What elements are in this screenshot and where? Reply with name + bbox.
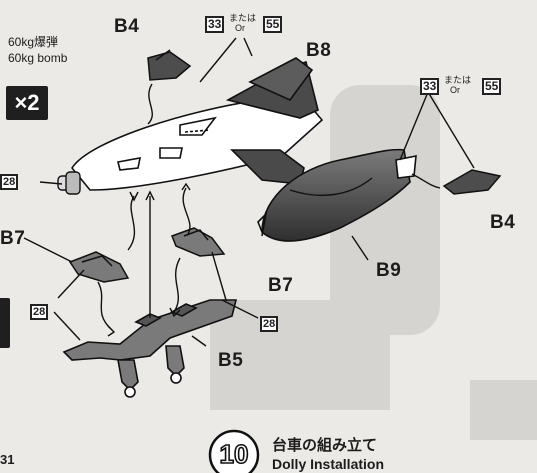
bomb-note-en: 60kg bomb [8, 51, 68, 65]
dolly-base-b5 [62, 299, 238, 398]
or-note-right-en: Or [450, 85, 460, 95]
assembly-arrows [23, 37, 475, 347]
dolly-arm-right [171, 227, 226, 257]
or-note-right-jp: または [444, 75, 472, 85]
part-label-b4-right: B4 [490, 212, 516, 233]
bomb-half-b8 [71, 57, 324, 191]
edge-number: 31 [0, 452, 15, 467]
part-number-33-top: 33 [205, 16, 225, 33]
or-note-top-jp: または [229, 13, 257, 23]
step-number: 10 [219, 438, 250, 470]
part-number-55-top: 55 [263, 16, 283, 33]
part-label-b7-right: B7 [268, 275, 294, 296]
part-label-b9: B9 [376, 260, 402, 281]
bomb-note-jp: 60kg爆弾 [8, 35, 59, 49]
step-title-en: Dolly Installation [272, 456, 385, 472]
background-print [210, 85, 537, 440]
part-number-33-right: 33 [420, 78, 440, 95]
step-title-jp: 台車の組み立て [272, 437, 378, 454]
part-number-28-left: 28 [30, 304, 49, 320]
quantity-badge: ×2 [6, 86, 48, 120]
part-number-28-right: 28 [260, 316, 279, 332]
part-label-b7-left: B7 [0, 228, 26, 249]
step-circle [208, 429, 260, 473]
fin-b4-top [147, 51, 192, 81]
bomb-nose [57, 171, 81, 195]
dolly-arm-left [68, 251, 130, 283]
part-number-55-right: 55 [482, 78, 502, 95]
or-note-top-en: Or [235, 23, 245, 33]
part-number-28-nose: 28 [0, 174, 19, 190]
edge-badge [0, 298, 10, 348]
part-label-b5: B5 [218, 350, 244, 371]
part-label-b8: B8 [306, 40, 332, 61]
fin-b4-right [442, 169, 502, 195]
part-label-b4-top: B4 [114, 16, 140, 37]
